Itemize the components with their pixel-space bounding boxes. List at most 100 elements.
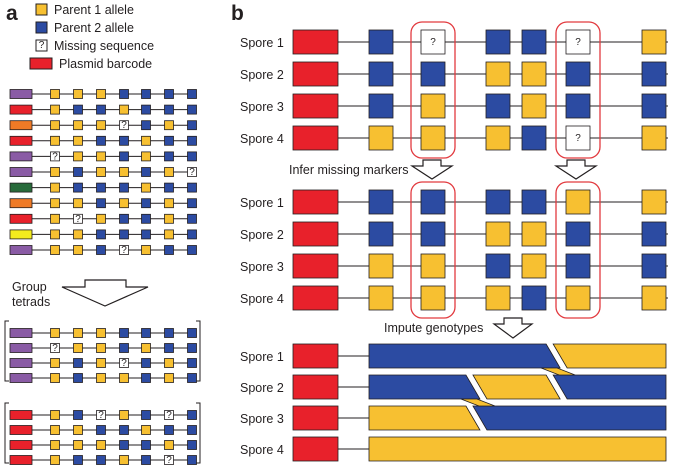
parent1-allele-box: [96, 328, 106, 338]
tetrad-group: ???: [4, 402, 201, 466]
plasmid-barcode-box: [292, 436, 339, 462]
parent2-allele-box: [565, 221, 591, 247]
legend-text-parent2: Parent 2 allele: [54, 21, 134, 35]
parent2-allele-box: [96, 135, 106, 146]
parent2-allele-box: [641, 221, 667, 247]
legend-text-missing: Missing sequence: [54, 39, 154, 53]
parent2-allele-box: [521, 29, 547, 55]
legend-text-parent1: Parent 1 allele: [54, 3, 134, 17]
spore-label: Spore 1: [240, 196, 284, 210]
plasmid-barcode-box: [292, 189, 339, 215]
parent2-allele-box: [187, 328, 197, 338]
haplotype-row: Spore 4: [240, 436, 667, 462]
parent2-allele-box: [119, 440, 129, 450]
plasmid-barcode-box: [9, 89, 33, 99]
parent2-allele-box: [141, 410, 151, 420]
parent2-allele-box: [73, 373, 83, 383]
parent1-allele-box: [50, 182, 60, 193]
spore-label: Spore 3: [240, 260, 284, 274]
parent2-allele-box: [164, 245, 174, 255]
parent2-allele-box: [96, 425, 106, 435]
parent1-allele-box: [50, 245, 60, 255]
parent1-allele-box: [420, 125, 446, 151]
parent1-allele-box: [565, 189, 591, 215]
down-arrow-icon: [553, 159, 599, 180]
parent1-allele-box: [50, 440, 60, 450]
tetrad-group: ??: [4, 320, 201, 383]
parent2-allele-box: [187, 358, 197, 368]
parent2-allele-box: [641, 93, 667, 119]
spore-label: Spore 4: [240, 443, 284, 457]
group-tetrads-arrow: Group tetrads: [12, 279, 149, 309]
spore-label: Spore 4: [240, 292, 284, 306]
parent1-allele-box: [119, 198, 129, 209]
spore-label: Spore 1: [240, 36, 284, 50]
plasmid-barcode-box: [9, 229, 33, 240]
down-arrow-icon: [492, 317, 534, 339]
parent2-allele-box: [187, 245, 197, 255]
parent1-allele-box: [96, 89, 106, 99]
read-row: [9, 328, 197, 338]
parent1-allele-box: [96, 120, 106, 131]
parent2-allele-box: [187, 229, 197, 240]
read-row: [9, 229, 197, 240]
read-row: ?: [9, 213, 197, 225]
parent2-allele-box: [187, 373, 197, 383]
parent2-allele-box: [521, 125, 547, 151]
parent2-allele-box: [485, 93, 511, 119]
parent2-allele-box: [119, 343, 129, 353]
parent2-allele-box: [368, 29, 394, 55]
parent1-haplotype-segment: [368, 405, 481, 431]
spore-label: Spore 3: [240, 412, 284, 426]
read-row: ?: [9, 120, 197, 131]
parent1-allele-box: [141, 425, 151, 435]
legend-swatch-barcode: [29, 57, 53, 70]
legend-swatch-missing: [35, 39, 48, 52]
missing-sequence-box: [565, 125, 591, 151]
missing-symbol: ?: [52, 343, 58, 354]
infer-missing-label: Infer missing markers: [289, 163, 408, 177]
parent1-allele-box: [521, 61, 547, 87]
parent2-allele-box: [164, 89, 174, 99]
parent1-allele-box: [485, 285, 511, 311]
missing-symbol: ?: [121, 120, 127, 131]
plasmid-barcode-box: [292, 253, 339, 279]
missing-sequence-box: [119, 358, 129, 368]
parent1-allele-box: [164, 440, 174, 450]
parent1-allele-box: [565, 285, 591, 311]
group-label-line2: tetrads: [12, 295, 50, 309]
plasmid-barcode-box: [9, 440, 33, 450]
parent2-allele-box: [73, 455, 83, 465]
parent2-allele-box: [96, 229, 106, 240]
spore-row: Spore 1??: [240, 29, 668, 55]
missing-symbol: ?: [166, 455, 172, 466]
parent2-allele-box: [368, 189, 394, 215]
parent1-allele-box: [485, 221, 511, 247]
spore-label: Spore 2: [240, 228, 284, 242]
parent1-allele-box: [50, 120, 60, 131]
parent2-allele-box: [141, 229, 151, 240]
missing-sequence-box: [50, 343, 60, 353]
parent1-allele-box: [73, 135, 83, 146]
parent1-allele-box: [50, 373, 60, 383]
parent1-allele-box: [50, 89, 60, 99]
parent2-allele-box: [141, 89, 151, 99]
parent2-allele-box: [119, 151, 129, 162]
parent2-allele-box: [164, 104, 174, 115]
parent1-allele-box: [50, 229, 60, 240]
parent2-allele-box: [420, 189, 446, 215]
parent1-allele-box: [641, 189, 667, 215]
parent2-allele-box: [73, 410, 83, 420]
missing-sequence-box: [73, 213, 83, 224]
parent1-allele-box: [164, 198, 174, 209]
read-row: [9, 135, 197, 146]
parent2-allele-box: [164, 151, 174, 162]
parent1-haplotype-segment: [552, 343, 667, 369]
parent2-allele-box: [187, 198, 197, 209]
parent2-allele-box: [96, 182, 106, 193]
parent2-allele-box: [119, 328, 129, 338]
missing-sequence-box: [164, 455, 174, 465]
parent2-allele-box: [119, 229, 129, 240]
